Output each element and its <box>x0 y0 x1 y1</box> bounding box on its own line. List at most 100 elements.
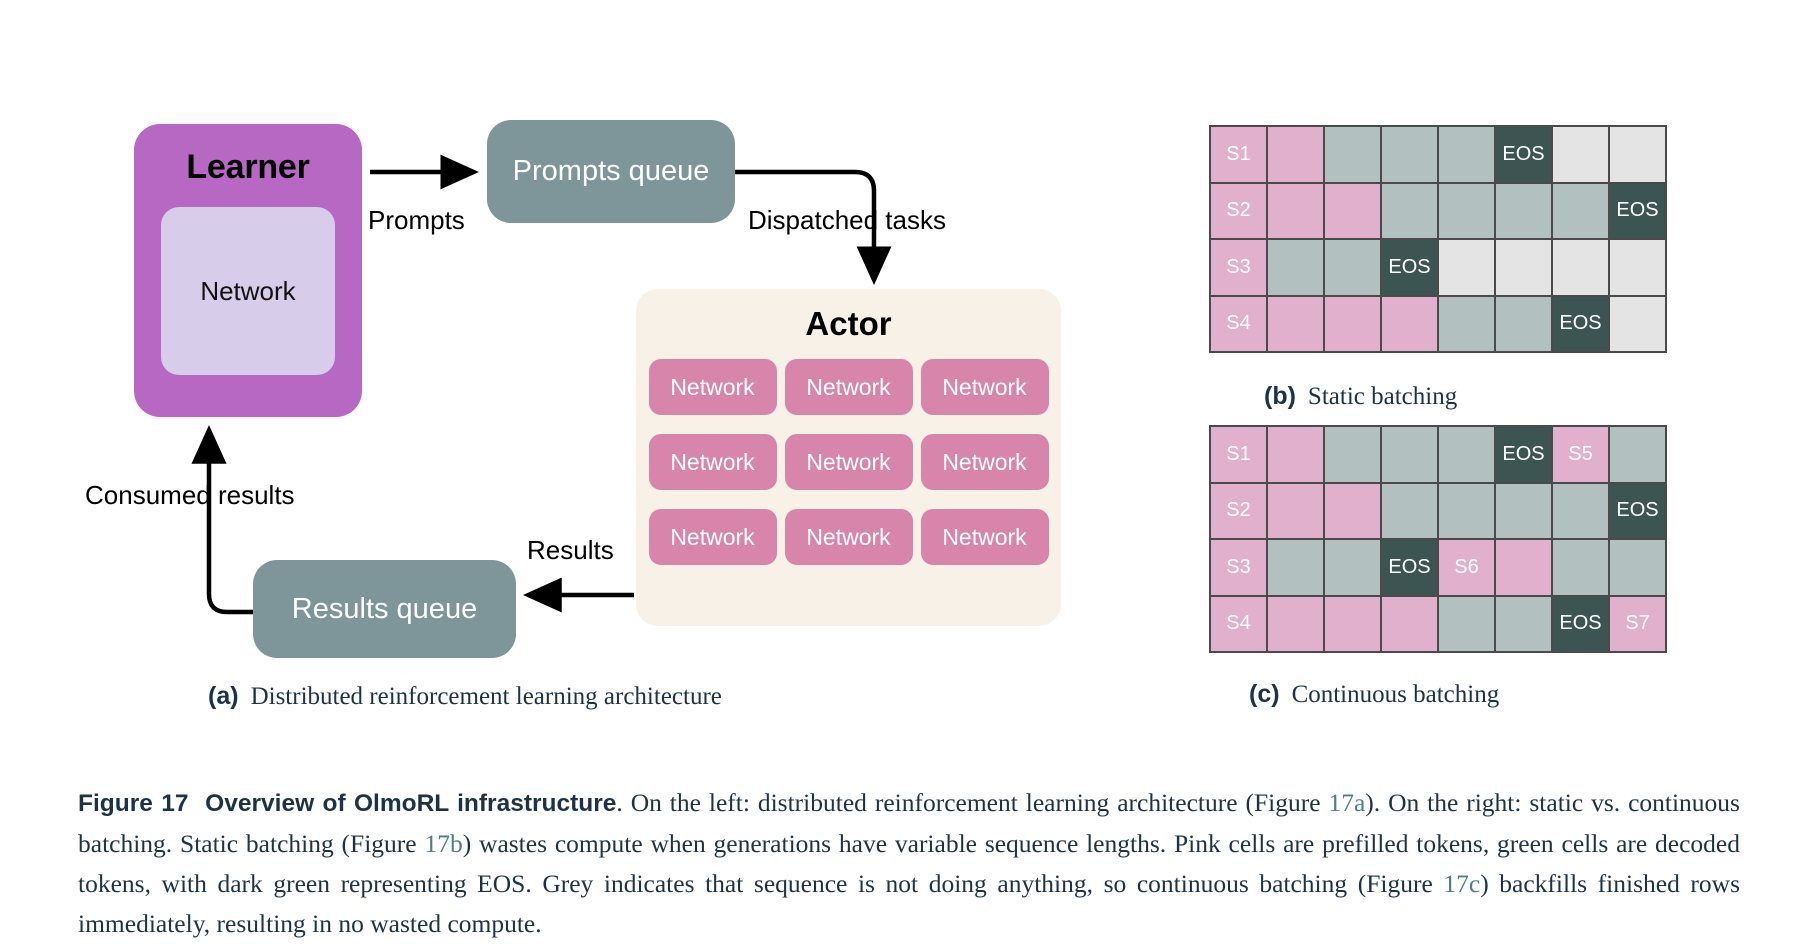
batch-cell-green <box>1439 183 1494 238</box>
prompts-queue-label: Prompts queue <box>512 155 710 187</box>
batch-cell-pink <box>1268 183 1323 238</box>
batch-cell-green <box>1382 483 1437 538</box>
actor-network-cell[interactable]: Network <box>648 509 777 565</box>
batch-cell-pink <box>1382 596 1437 651</box>
learner-node[interactable]: Learner Network <box>134 124 362 417</box>
batch-cell-eos: EOS <box>1610 483 1665 538</box>
arrow-consumed-results <box>191 425 253 615</box>
batch-cell-green <box>1610 540 1665 595</box>
caption-ref-17b[interactable]: 17b <box>424 828 463 858</box>
actor-network-cell[interactable]: Network <box>648 434 777 490</box>
batch-cell-green <box>1496 183 1551 238</box>
batch-cell-pink: S3 <box>1211 240 1266 295</box>
actor-node[interactable]: Actor Network Network Network Network Ne… <box>636 289 1061 626</box>
subcaption-b-tag: (b) <box>1264 382 1296 410</box>
batch-cell-eos: EOS <box>1553 296 1608 351</box>
batch-cell-green <box>1325 540 1380 595</box>
batch-cell-pink <box>1268 127 1323 182</box>
actor-network-cell[interactable]: Network <box>920 434 1049 490</box>
batch-cell-idle <box>1610 127 1665 182</box>
batch-cell-green <box>1553 183 1608 238</box>
caption-ref-17c[interactable]: 17c <box>1443 868 1481 898</box>
batch-cell-pink <box>1268 296 1323 351</box>
subcaption-b-text: Static batching <box>1307 383 1458 410</box>
caption-segment-1: . On the left: distributed reinforcement… <box>616 787 1329 817</box>
batch-cell-green <box>1610 427 1665 482</box>
batch-cell-pink: S7 <box>1610 596 1665 651</box>
subcaption-a-tag: (a) <box>208 682 239 710</box>
figure-title: Overview of OlmoRL infrastructure <box>205 789 617 817</box>
caption-segment-4: ) backfills finished rows immediately, r… <box>78 868 1741 938</box>
edge-label-consumed-results: Consumed results <box>85 480 295 510</box>
batch-cell-pink: S1 <box>1211 427 1266 482</box>
batch-cell-idle <box>1496 240 1551 295</box>
results-queue-node[interactable]: Results queue <box>253 560 516 658</box>
batch-cell-idle <box>1610 296 1665 351</box>
batch-cell-green <box>1325 127 1380 182</box>
batch-cell-pink: S4 <box>1211 596 1266 651</box>
batch-cell-green <box>1382 127 1437 182</box>
batch-cell-pink: S1 <box>1211 127 1266 182</box>
batch-cell-green <box>1268 240 1323 295</box>
batch-cell-pink <box>1325 296 1380 351</box>
batch-cell-eos: EOS <box>1382 240 1437 295</box>
actor-network-grid: Network Network Network Network Network … <box>648 359 1049 565</box>
batch-cell-pink <box>1268 483 1323 538</box>
actor-network-cell[interactable]: Network <box>920 509 1049 565</box>
batch-cell-eos: EOS <box>1496 127 1551 182</box>
subcaption-a: (a) Distributed reinforcement learning ar… <box>208 682 722 711</box>
arrow-dispatched-tasks <box>735 169 892 285</box>
figure-number: Figure 17 <box>78 789 189 817</box>
batch-cell-green <box>1382 183 1437 238</box>
batch-cell-green <box>1325 240 1380 295</box>
batch-cell-pink <box>1325 483 1380 538</box>
batch-cell-green <box>1325 427 1380 482</box>
batch-cell-pink: S6 <box>1439 540 1494 595</box>
batch-cell-pink <box>1325 596 1380 651</box>
caption-ref-17a[interactable]: 17a <box>1328 787 1366 817</box>
batch-cell-pink: S3 <box>1211 540 1266 595</box>
learner-title: Learner <box>186 148 310 186</box>
caption-segment-3: ) wastes compute when generations have v… <box>78 828 1740 898</box>
edge-label-dispatched-tasks: Dispatched tasks <box>748 205 946 235</box>
learner-network-box: Network <box>161 207 335 375</box>
batch-cell-green <box>1439 483 1494 538</box>
batch-cell-pink <box>1268 596 1323 651</box>
batch-cell-pink <box>1382 296 1437 351</box>
edge-label-prompts: Prompts <box>368 205 465 235</box>
actor-network-cell[interactable]: Network <box>784 359 913 415</box>
actor-network-cell[interactable]: Network <box>648 359 777 415</box>
batch-cell-pink <box>1325 183 1380 238</box>
figure-caption: Figure 17 Overview of OlmoRL infrastruct… <box>78 783 1740 944</box>
batch-cell-idle <box>1439 240 1494 295</box>
actor-network-cell[interactable]: Network <box>784 434 913 490</box>
batch-cell-green <box>1268 540 1323 595</box>
batch-cell-pink: S5 <box>1553 427 1608 482</box>
batch-cell-eos: EOS <box>1382 540 1437 595</box>
actor-network-cell[interactable]: Network <box>784 509 913 565</box>
caption-segment-2: ). On the right: static vs. continuous b… <box>78 787 1740 858</box>
actor-network-cell[interactable]: Network <box>920 359 1049 415</box>
batch-cell-eos: EOS <box>1496 427 1551 482</box>
batch-cell-green <box>1553 483 1608 538</box>
actor-title: Actor <box>805 305 892 342</box>
batch-cell-idle <box>1610 240 1665 295</box>
edge-label-results: Results <box>527 535 614 565</box>
results-queue-label: Results queue <box>291 592 478 625</box>
architecture-arrows <box>191 154 892 615</box>
batch-cell-green <box>1496 483 1551 538</box>
batch-cell-green <box>1439 427 1494 482</box>
batch-cell-green <box>1439 596 1494 651</box>
batch-cell-eos: EOS <box>1610 183 1665 238</box>
batch-cell-pink: S2 <box>1211 483 1266 538</box>
batch-cell-green <box>1496 296 1551 351</box>
batch-cell-green <box>1439 127 1494 182</box>
batch-cell-idle <box>1553 127 1608 182</box>
batch-cell-pink: S4 <box>1211 296 1266 351</box>
subcaption-a-text: Distributed reinforcement learning archi… <box>250 683 722 710</box>
subcaption-c-text: Continuous batching <box>1291 681 1500 708</box>
batch-cell-green <box>1496 596 1551 651</box>
prompts-queue-node[interactable]: Prompts queue <box>487 120 735 223</box>
